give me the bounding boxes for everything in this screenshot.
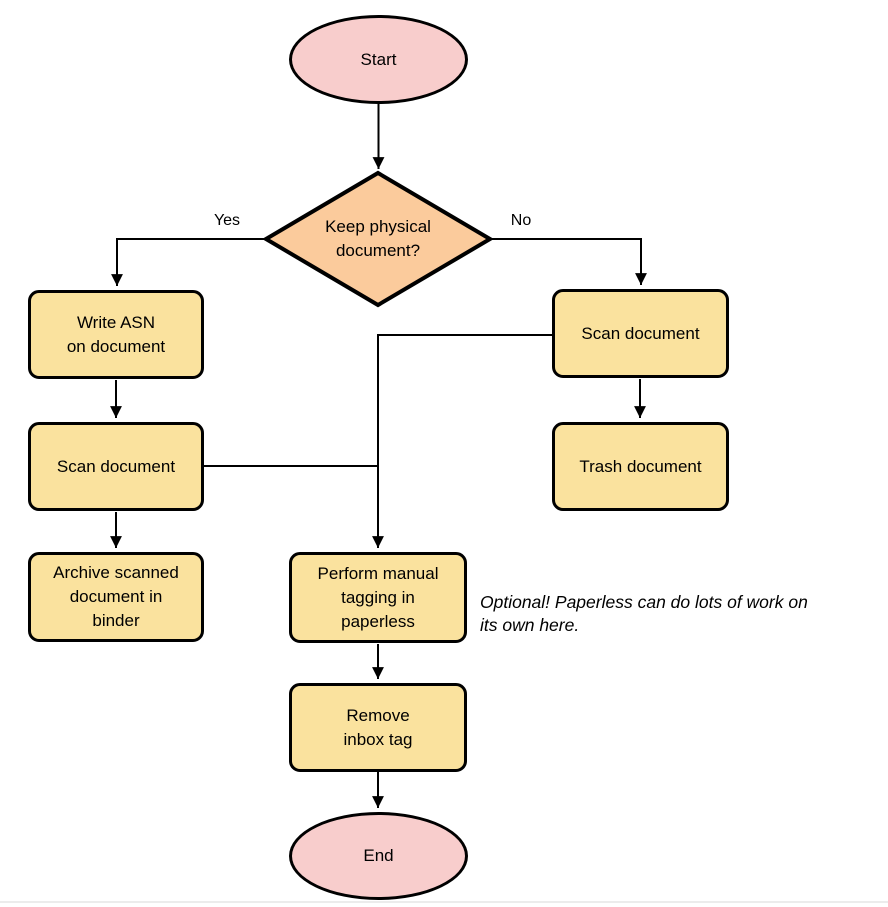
edge-decision-yes: [111, 238, 266, 286]
node-write-asn-label: Write ASN on document: [66, 312, 166, 356]
node-archive-binder: Archive scanned document in binder: [28, 552, 204, 642]
node-end: End: [289, 812, 468, 900]
node-decision-label: Keep physical document?: [325, 217, 431, 260]
node-remove-inbox-tag-label: Remove inbox tag: [343, 705, 413, 749]
node-scan-document-right: Scan document: [552, 289, 729, 378]
node-write-asn: Write ASN on document: [28, 290, 204, 379]
node-manual-tagging: Perform manual tagging in paperless: [289, 552, 467, 643]
node-scan-document-right-label: Scan document: [581, 323, 700, 343]
node-manual-tagging-label: Perform manual tagging in paperless: [317, 563, 439, 631]
edge-label-yes: Yes: [204, 211, 250, 231]
edge-label-no: No: [499, 211, 543, 231]
edge-scan-right-to-tagging: [372, 334, 552, 548]
node-end-label: End: [363, 846, 394, 865]
node-archive-binder-label: Archive scanned document in binder: [53, 563, 179, 630]
node-remove-inbox-tag: Remove inbox tag: [289, 683, 467, 772]
edge-decision-no: [490, 238, 647, 285]
optional-note: Optional! Paperless can do lots of work …: [480, 592, 808, 635]
node-start-label: Start: [360, 49, 397, 69]
node-start: Start: [289, 15, 468, 104]
node-trash-document-label: Trash document: [579, 456, 702, 476]
bottom-divider: [0, 901, 888, 903]
node-trash-document: Trash document: [552, 422, 729, 511]
node-scan-document-left: Scan document: [28, 422, 204, 511]
node-scan-document-left-label: Scan document: [56, 456, 176, 476]
decision-diamond-shape: [262, 170, 494, 308]
